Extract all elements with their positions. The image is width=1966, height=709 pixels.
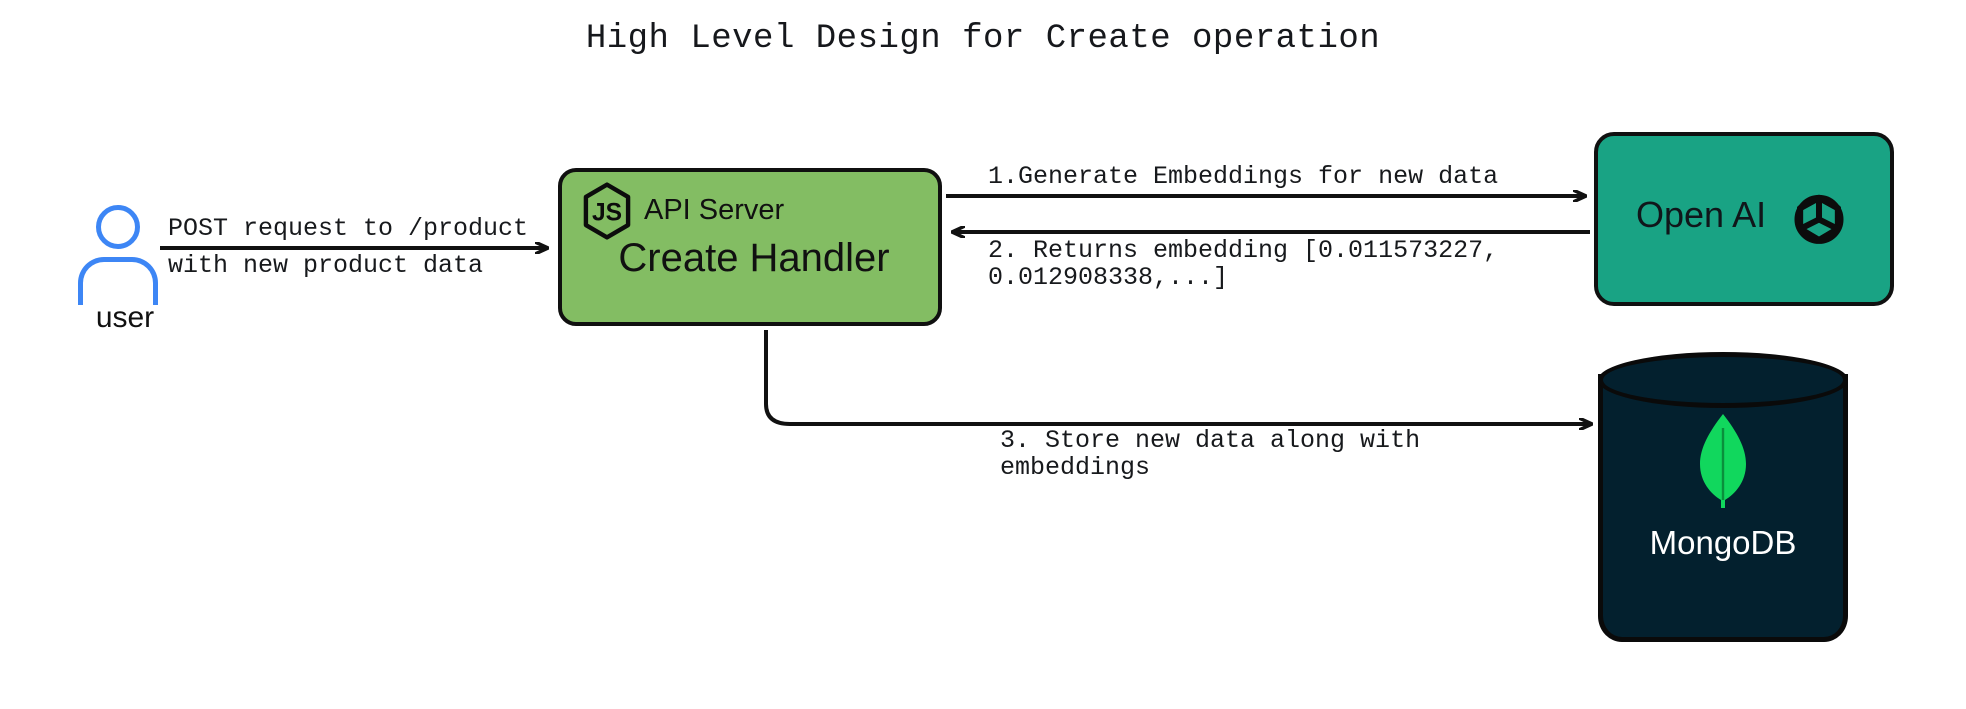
user-head-icon <box>96 205 140 249</box>
user-actor: user <box>70 205 180 335</box>
mongodb-node[interactable]: MongoDB <box>1598 352 1848 642</box>
edge-label-api-to-mongodb-line2: embeddings <box>1000 453 1151 482</box>
mongodb-leaf-icon <box>1700 414 1746 508</box>
user-label: user <box>95 301 155 334</box>
edge-label-api-to-openai: 1.Generate Embeddings for new data <box>988 162 1499 191</box>
mongodb-cylinder-top <box>1598 352 1848 408</box>
openai-label: Open AI <box>1636 194 1767 235</box>
edge-label-user-to-api-line2: with new product data <box>168 251 484 280</box>
openai-node[interactable]: Open AI <box>1594 132 1894 306</box>
edge-label-api-to-mongodb-line1: 3. Store new data along with <box>1000 426 1421 455</box>
api-server-subtitle: Create Handler <box>618 236 890 280</box>
openai-flower-icon <box>1794 194 1844 244</box>
edge-label-openai-to-api: 2. Returns embedding [0.011573227,0.0129… <box>988 237 1498 291</box>
nodejs-js-hexagon-icon: JS <box>583 182 631 240</box>
edge-api-server-to-mongodb <box>764 330 1592 424</box>
page-title: High Level Design for Create operation <box>585 20 1381 58</box>
edge-label-user-to-api-line1: POST request to /product <box>168 214 529 243</box>
api-server-node[interactable]: JS API Server Create Handler <box>558 168 942 326</box>
user-body-icon <box>78 257 158 305</box>
edge-label-openai-to-api-line2: 0.012908338,...] <box>988 263 1229 292</box>
mongodb-label: MongoDB <box>1649 524 1797 561</box>
api-server-title: API Server <box>644 194 785 226</box>
edge-label-openai-to-api-line1: 2. Returns embedding [0.011573227, <box>988 236 1499 265</box>
svg-text:JS: JS <box>592 200 622 227</box>
